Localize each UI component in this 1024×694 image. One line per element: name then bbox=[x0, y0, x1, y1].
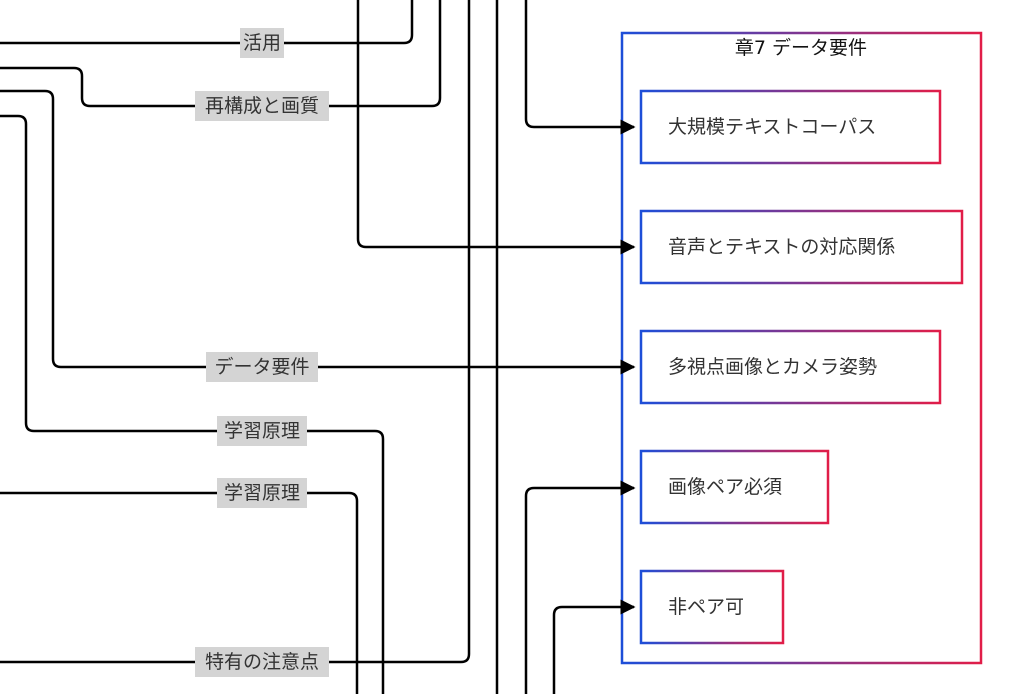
edge-label-katsuyo: 活用 bbox=[240, 28, 284, 58]
edge-to-paired-images bbox=[524, 480, 636, 694]
svg-text:学習原理: 学習原理 bbox=[224, 482, 300, 504]
svg-text:非ペア可: 非ペア可 bbox=[668, 596, 744, 618]
edge-label-learning-principle-2: 学習原理 bbox=[217, 478, 307, 508]
edge-label-learning-principle-1: 学習原理 bbox=[217, 416, 307, 446]
svg-text:活用: 活用 bbox=[243, 32, 281, 54]
node-text-corpus[interactable]: 大規模テキストコーパス bbox=[639, 89, 942, 165]
svg-text:特有の注意点: 特有の注意点 bbox=[205, 651, 319, 673]
svg-text:音声とテキストの対応関係: 音声とテキストの対応関係 bbox=[668, 236, 895, 258]
node-paired-images-required[interactable]: 画像ペア必須 bbox=[639, 449, 830, 525]
edge-caveats bbox=[0, 0, 471, 664]
node-audio-text-alignment[interactable]: 音声とテキストの対応関係 bbox=[639, 209, 964, 285]
edge-label-saikousei: 再構成と画質 bbox=[195, 91, 329, 121]
node-unpaired-ok[interactable]: 非ペア可 bbox=[639, 569, 785, 645]
svg-text:データ要件: データ要件 bbox=[214, 356, 309, 378]
node-multiview-camera-pose[interactable]: 多視点画像とカメラ姿勢 bbox=[639, 329, 942, 405]
subgraph-title: 章7 データ要件 bbox=[735, 37, 867, 59]
svg-text:再構成と画質: 再構成と画質 bbox=[205, 95, 319, 117]
edge-learning-principle-2 bbox=[0, 491, 359, 694]
edge-saikousei bbox=[0, 0, 442, 108]
edge-to-unpaired bbox=[552, 599, 636, 694]
edge-label-data-requirement: データ要件 bbox=[206, 352, 318, 382]
edge-learning-principle-1 bbox=[0, 114, 385, 694]
edge-label-caveats: 特有の注意点 bbox=[195, 647, 329, 677]
svg-text:大規模テキストコーパス: 大規模テキストコーパス bbox=[668, 116, 876, 138]
svg-text:学習原理: 学習原理 bbox=[224, 420, 300, 442]
edge-katsuyo bbox=[0, 0, 414, 45]
edge-data-requirement bbox=[0, 89, 636, 375]
svg-text:多視点画像とカメラ姿勢: 多視点画像とカメラ姿勢 bbox=[668, 356, 877, 378]
edge-to-audio-text bbox=[356, 0, 636, 255]
edge-to-text-corpus bbox=[524, 0, 636, 135]
svg-text:画像ペア必須: 画像ペア必須 bbox=[668, 476, 782, 498]
